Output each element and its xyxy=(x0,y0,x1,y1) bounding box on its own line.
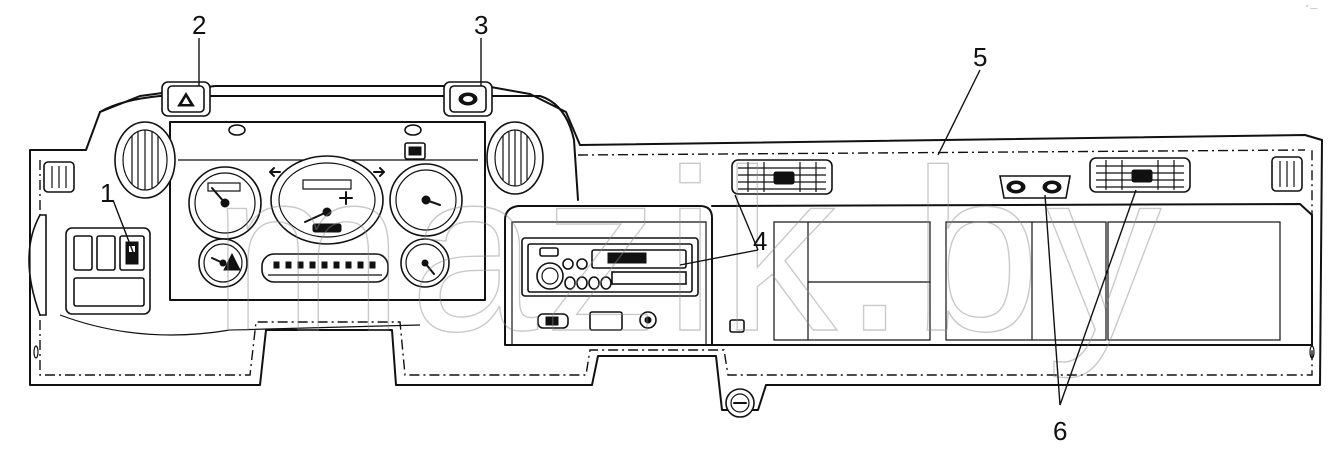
left-round-side-vent xyxy=(28,214,47,316)
right-round-air-vent xyxy=(486,121,544,195)
fog-light-switch xyxy=(443,81,493,117)
mounting-holes xyxy=(33,345,1315,359)
right-upper-gauge xyxy=(389,163,463,237)
callout-2: 2 xyxy=(192,10,206,40)
callout-leaders xyxy=(112,38,1137,406)
callout-4: 4 xyxy=(753,226,767,256)
left-round-air-vent xyxy=(114,121,176,199)
right-air-vent xyxy=(1089,157,1191,193)
center-console xyxy=(504,205,745,346)
callout-labels: 1 2 3 4 5 6 xyxy=(100,10,1067,446)
left-side-vent xyxy=(43,161,75,193)
fuel-gauge xyxy=(198,238,248,288)
left-switch-panel xyxy=(65,227,151,315)
radio-cassette xyxy=(521,237,699,297)
callout-3: 3 xyxy=(474,10,488,40)
speedometer-gauge xyxy=(270,155,384,245)
bottom-socket xyxy=(725,388,755,418)
watermark-text: mazik.by xyxy=(212,122,1167,379)
instrument-cluster xyxy=(188,124,463,288)
right-side-vent xyxy=(1271,156,1303,192)
center-air-vent xyxy=(731,159,833,195)
glove-box xyxy=(711,203,1313,346)
callout-1: 1 xyxy=(100,178,114,208)
warning-lamp-strip xyxy=(261,253,389,283)
callout-6: 6 xyxy=(1053,416,1067,446)
hazard-switch xyxy=(161,81,211,117)
corner-mark: ″ — xyxy=(1306,5,1317,12)
temperature-gauge xyxy=(400,238,450,288)
callout-5: 5 xyxy=(973,42,987,72)
vent-control-pod xyxy=(999,175,1071,199)
